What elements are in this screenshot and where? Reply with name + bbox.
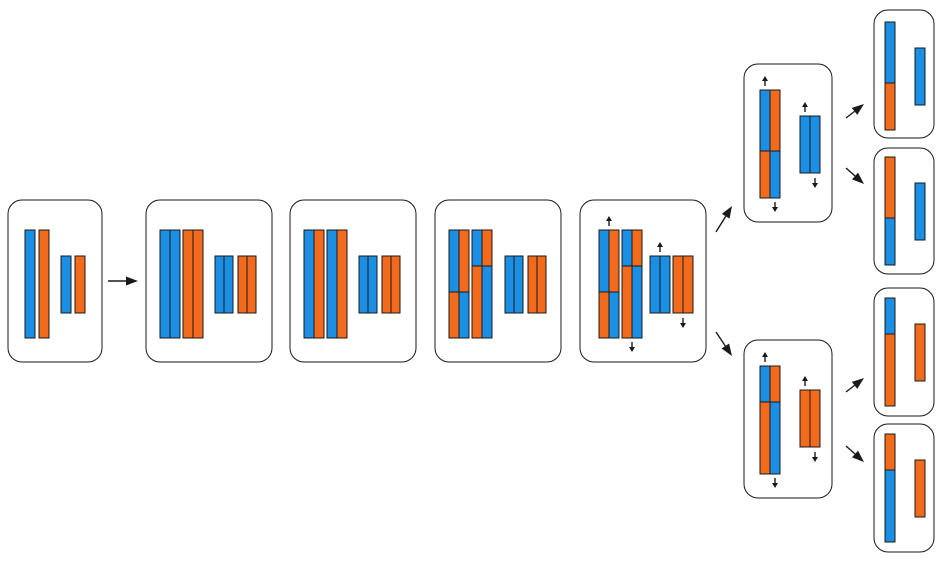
- pull-down-1: [629, 342, 635, 352]
- bar-long-b-2: [336, 229, 348, 339]
- pull-up-u2: [802, 102, 808, 112]
- outcome-1-long-seg-2: [884, 82, 896, 131]
- pull-up-u1: [762, 76, 768, 86]
- chrom-lower-long-2-seg-2: [769, 401, 781, 475]
- bar-recomb-4-seg-2: [481, 265, 493, 339]
- bar-long-b-1: [182, 229, 194, 339]
- bar-short-a-2: [223, 255, 234, 314]
- panel-stage-1: [7, 199, 103, 363]
- pull-down-u2: [812, 178, 818, 188]
- outcome-1-short: [914, 47, 926, 106]
- pull-down-u1: [772, 202, 778, 212]
- panel-stage-6-lower: [743, 339, 833, 499]
- pull-down-l2: [812, 452, 818, 462]
- bar-long-b: [38, 229, 50, 339]
- bar-short-b-2: [246, 255, 257, 314]
- bar-long-a-2: [169, 229, 181, 339]
- bar-pair-1-left-seg-1: [598, 229, 610, 293]
- bar-short-a-1: [214, 255, 225, 314]
- outcome-3-long-seg-1: [884, 297, 896, 335]
- panel-stage-1-frame: [7, 199, 103, 363]
- bar-short-a-split: [659, 255, 671, 314]
- pull-up-l2: [802, 376, 808, 386]
- bar-recomb-4-seg-1: [481, 229, 493, 267]
- chrom-upper-short-2: [809, 115, 821, 174]
- arrow-5-lower: [715, 331, 732, 356]
- chrom-lower-short-1: [799, 389, 811, 448]
- bar-pair-2-right-seg-1: [631, 229, 643, 267]
- panel-outcome-3: [873, 287, 935, 417]
- arrow-5-upper: [715, 206, 732, 233]
- panel-stage-4: [434, 199, 562, 363]
- bar-pair-1-right-seg-2: [608, 291, 620, 339]
- bar-pair-1-right-seg-1: [608, 229, 620, 293]
- bar-long-a-1: [159, 229, 171, 339]
- bar-long-b-2: [192, 229, 204, 339]
- panel-outcome-1: [873, 9, 935, 139]
- bar-short-b-1: [381, 255, 392, 314]
- bar-short-b-split: [682, 255, 694, 314]
- chrom-upper-short-1: [799, 115, 811, 174]
- bar-long-a: [24, 229, 36, 339]
- bar-recomb-2-seg-2: [458, 291, 470, 339]
- bar-recomb-2-seg-1: [458, 229, 470, 293]
- bar-short-a: [60, 255, 72, 314]
- arrow-6u-o2: [845, 167, 864, 184]
- pull-up-1: [606, 216, 612, 226]
- pull-down-l1: [772, 478, 778, 488]
- chrom-lower-long-1-seg-1: [759, 365, 771, 403]
- bar-pair-2-left-seg-2: [621, 265, 633, 339]
- pull-up-l1: [762, 352, 768, 362]
- bar-short-b-1: [527, 255, 538, 314]
- bar-recomb-3-seg-1: [471, 229, 483, 267]
- panel-stage-3: [289, 199, 417, 363]
- panel-stage-5: [579, 199, 707, 363]
- panel-outcome-2: [873, 147, 935, 275]
- chrom-lower-short-2: [809, 389, 821, 448]
- arrow-6l-o3: [845, 378, 864, 393]
- bar-recomb-1-seg-2: [448, 291, 460, 339]
- chrom-upper-long-2-seg-1: [769, 89, 781, 152]
- panel-stage-2: [145, 199, 273, 363]
- outcome-3-short: [914, 323, 926, 382]
- bar-short-b-1: [237, 255, 248, 314]
- bar-recomb-1-seg-1: [448, 229, 460, 293]
- bar-pair-1-left-seg-2: [598, 291, 610, 339]
- outcome-1-long-seg-1: [884, 21, 896, 84]
- bar-short-b: [74, 255, 86, 314]
- arrow-6u-o1: [845, 104, 864, 119]
- chrom-lower-long-2-seg-1: [769, 365, 781, 403]
- outcome-2-long-seg-1: [884, 156, 896, 219]
- outcome-2-short: [914, 182, 926, 241]
- bar-long-a-1: [303, 229, 315, 339]
- bar-pair-2-left-seg-1: [621, 229, 633, 267]
- chrom-lower-long-1-seg-2: [759, 401, 771, 475]
- outcome-4-long-seg-1: [884, 433, 896, 471]
- outcome-4-short: [914, 459, 926, 518]
- outcome-2-long-seg-2: [884, 217, 896, 266]
- arrow-1-2: [108, 276, 138, 286]
- bar-short-a-1: [358, 255, 369, 314]
- pull-down-2: [680, 318, 686, 328]
- bar-short-b-2: [390, 255, 401, 314]
- bar-long-a-2: [326, 229, 338, 339]
- outcome-3-long-seg-2: [884, 333, 896, 407]
- bar-short-a-1: [504, 255, 515, 314]
- panel-stage-6-upper: [743, 63, 833, 223]
- chrom-upper-long-1-seg-2: [759, 150, 771, 199]
- arrow-6l-o4: [845, 445, 864, 462]
- chrom-upper-long-1-seg-1: [759, 89, 771, 152]
- panel-outcome-4: [873, 423, 935, 553]
- outcome-4-long-seg-2: [884, 469, 896, 543]
- bar-short-a-2: [513, 255, 524, 314]
- bar-short-a-2: [367, 255, 378, 314]
- pull-up-2: [657, 242, 663, 252]
- bar-recomb-3-seg-2: [471, 265, 483, 339]
- bar-pair-2-right-seg-2: [631, 265, 643, 339]
- bar-long-b-1: [313, 229, 325, 339]
- bar-short-b-2: [536, 255, 547, 314]
- chrom-upper-long-2-seg-2: [769, 150, 781, 199]
